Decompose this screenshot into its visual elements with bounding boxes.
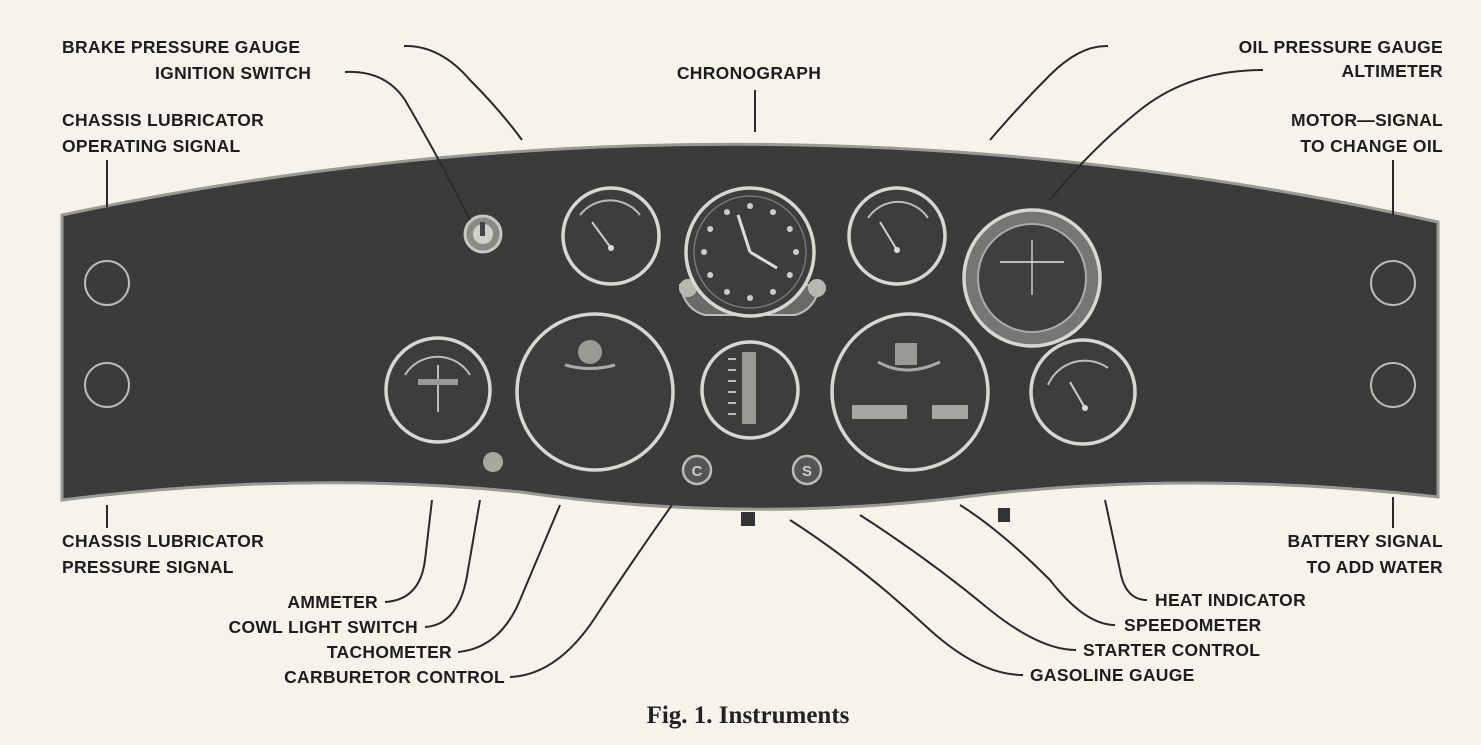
chronograph-hour-mark [747, 295, 753, 301]
ammeter [384, 336, 492, 444]
label-cowl-light-switch: COWL LIGHT SWITCH [229, 617, 418, 637]
chronograph-hour-mark [707, 226, 714, 232]
label-altimeter: ALTIMETER [1341, 61, 1443, 81]
chronograph [678, 186, 826, 318]
label-oil-pressure-gauge: OIL PRESSURE GAUGE [1239, 37, 1443, 57]
svg-text:S: S [802, 463, 812, 480]
label-chassis-lubricator-operating-2: OPERATING SIGNAL [62, 136, 241, 156]
label-battery-signal-1: BATTERY SIGNAL [1287, 531, 1443, 551]
label-battery-signal-2: TO ADD WATER [1307, 557, 1444, 577]
gasoline-gauge-tick [728, 380, 736, 382]
gasoline-gauge-tick [728, 413, 736, 415]
cowl-light-switch [483, 452, 503, 472]
chassis-lubricator-pressure-signal [84, 362, 130, 408]
gasoline-gauge-tick [728, 358, 736, 360]
oil-pressure-gauge [847, 186, 947, 286]
chronograph-hour-mark [770, 209, 776, 216]
label-ignition-switch: IGNITION SWITCH [155, 63, 311, 83]
altimeter [962, 208, 1102, 348]
carburetor-control-knob: C [681, 454, 713, 486]
gasoline-gauge [700, 340, 800, 440]
label-ammeter: AMMETER [287, 592, 378, 612]
chronograph-hour-mark [786, 226, 793, 232]
battery-signal-add-water [1370, 362, 1416, 408]
brake-pressure-gauge [561, 186, 661, 286]
label-gasoline-gauge: GASOLINE GAUGE [1030, 665, 1195, 685]
ignition-switch [463, 214, 503, 254]
chronograph-hour-mark [770, 288, 776, 295]
chronograph-hour-mark [701, 249, 707, 255]
chassis-lubricator-operating-signal [84, 260, 130, 306]
label-chassis-lubricator-pressure-2: PRESSURE SIGNAL [62, 557, 234, 577]
figure-caption: Fig. 1. Instruments [647, 702, 850, 729]
motor-signal-change-oil [1370, 260, 1416, 306]
label-chassis-lubricator-pressure-1: CHASSIS LUBRICATOR [62, 531, 264, 551]
label-heat-indicator: HEAT INDICATOR [1155, 590, 1306, 610]
label-motor-signal-1: MOTOR—SIGNAL [1291, 110, 1443, 130]
chronograph-hour-mark [724, 288, 730, 295]
gasoline-gauge-tick [728, 369, 736, 371]
label-motor-signal-2: TO CHANGE OIL [1300, 136, 1443, 156]
label-chronograph: CHRONOGRAPH [677, 63, 821, 83]
gasoline-gauge-tick [728, 391, 736, 393]
label-brake-pressure-gauge: BRAKE PRESSURE GAUGE [62, 37, 300, 57]
label-starter-control: STARTER CONTROL [1083, 640, 1260, 660]
chronograph-hour-mark [724, 209, 730, 216]
tachometer [515, 312, 675, 472]
svg-text:C: C [692, 463, 703, 480]
label-chassis-lubricator-operating-1: CHASSIS LUBRICATOR [62, 110, 264, 130]
chronograph-hour-mark [747, 203, 753, 209]
label-speedometer: SPEEDOMETER [1124, 615, 1262, 635]
leader-lines [106, 44, 1394, 678]
gasoline-gauge-tick [728, 402, 736, 404]
chronograph-hour-mark [786, 272, 793, 278]
heat-indicator [1029, 338, 1137, 446]
chronograph-hour-mark [793, 249, 799, 255]
chronograph-hour-mark [707, 272, 714, 278]
starter-pedal-stub [741, 512, 755, 526]
label-carburetor-control: CARBURETOR CONTROL [284, 667, 505, 687]
label-tachometer: TACHOMETER [327, 642, 452, 662]
starter-control-knob: S [791, 454, 823, 486]
bracket-stub [998, 508, 1010, 522]
speedometer [830, 312, 990, 472]
